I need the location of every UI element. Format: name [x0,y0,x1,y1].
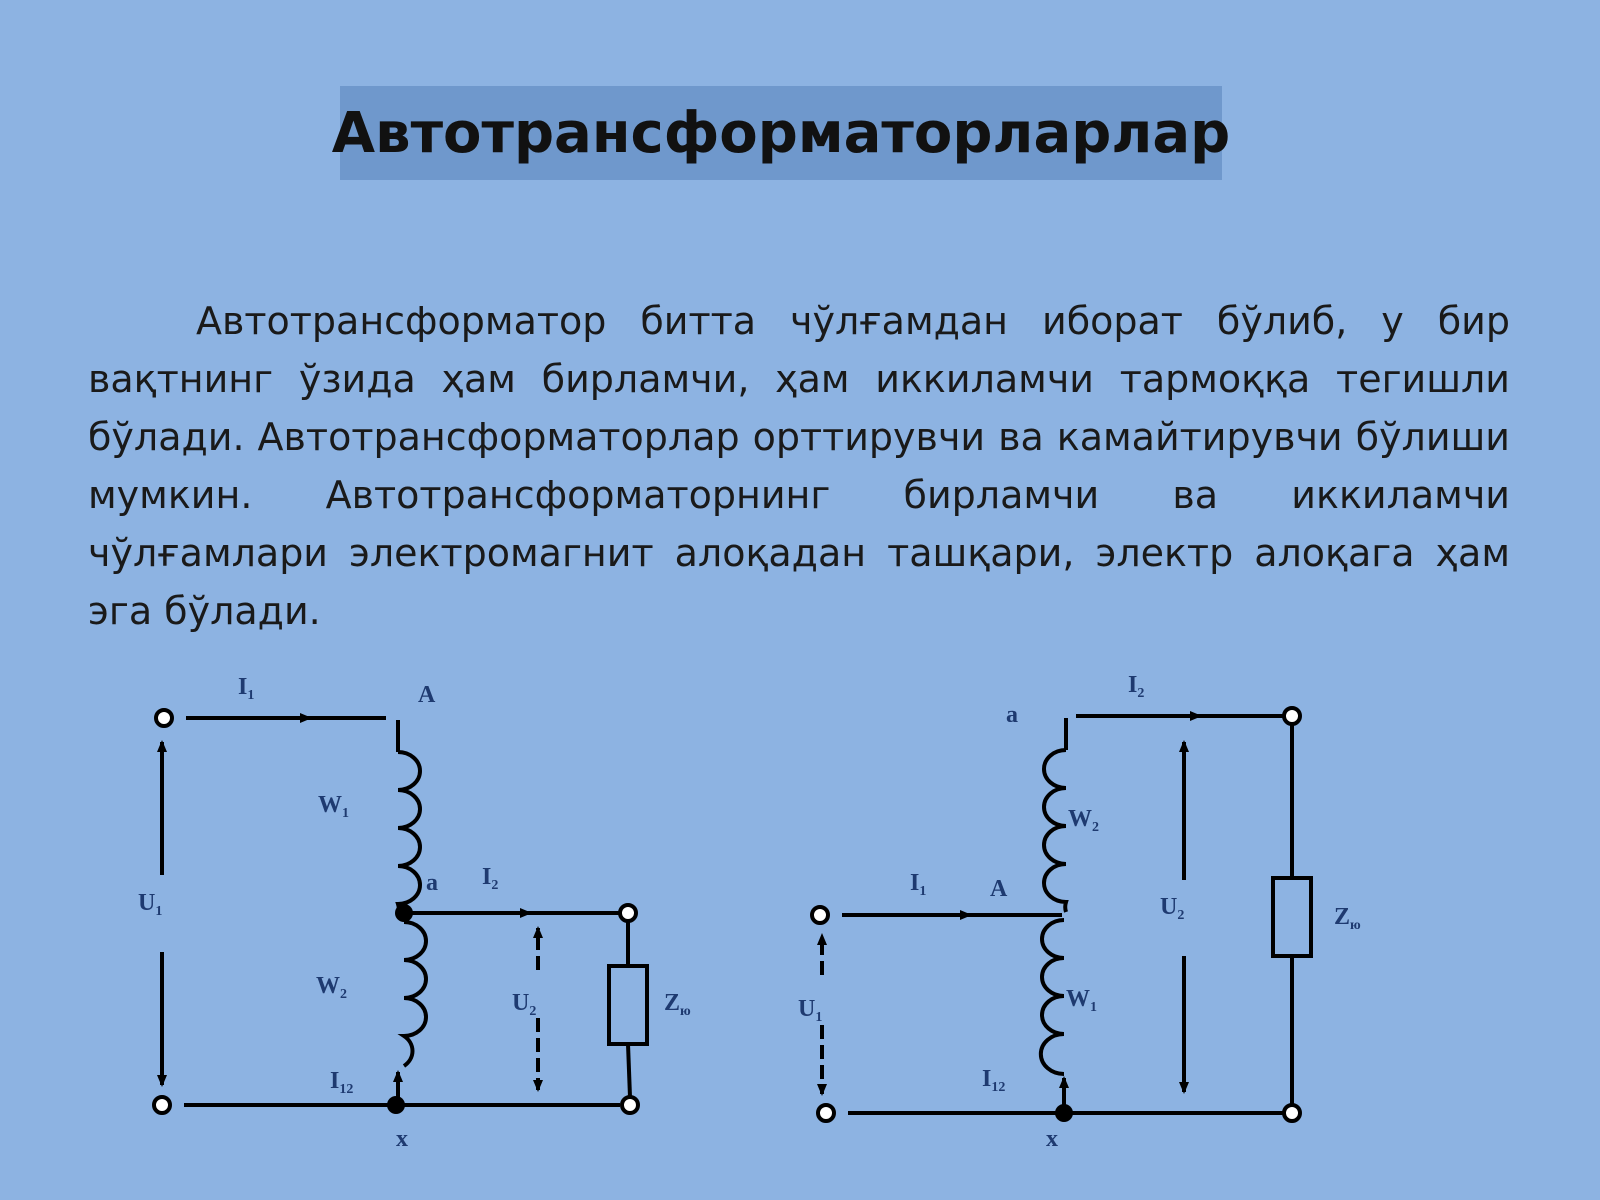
right-coil-w1 [1038,918,1065,1076]
right-label-a: a [1006,702,1018,728]
left-terminal-top-right [618,903,638,923]
right-coil-w2 [1042,748,1069,913]
left-coil-w2 [397,920,428,1068]
left-label-A: A [418,682,436,708]
right-label-A: A [990,876,1008,902]
left-label-z: Zю [664,990,691,1019]
right-label-w2: W2 [1068,806,1099,835]
left-label-x: x [396,1126,408,1152]
title-banner: Автотрансформаторларлар [332,86,1230,180]
right-label-x: x [1046,1126,1058,1152]
right-label-i1: I1 [910,870,926,899]
right-label-w1: W1 [1066,986,1097,1015]
body-paragraph: Автотрансформатор битта чўлғамдан иборат… [88,299,1510,633]
left-label-u2: U2 [512,990,536,1019]
slide-title: Автотрансформаторларлар [331,100,1231,166]
left-label-w2: W2 [316,973,347,1002]
right-label-i2: I2 [1128,672,1144,701]
left-coil-w1 [395,750,422,915]
right-load-z [1271,876,1313,958]
left-label-i12: I12 [330,1068,353,1097]
right-label-i12: I12 [982,1066,1005,1095]
right-label-u2: U2 [1160,894,1184,923]
left-label-w1: W1 [318,792,349,821]
left-terminal-top-left [154,708,174,728]
left-load-z [607,964,649,1046]
right-terminal-bottom-left [816,1103,836,1123]
left-label-i2: I2 [482,864,498,893]
right-terminal-top-right [1282,706,1302,726]
right-label-z: Zю [1334,904,1361,933]
left-z-wire-bottom [626,1043,632,1098]
right-node-x [1055,1104,1073,1122]
right-circuit [810,706,1313,1123]
left-terminal-bottom-left [152,1095,172,1115]
right-label-u1: U1 [798,996,822,1025]
left-terminal-bottom-right [620,1095,640,1115]
right-labels: I2 a W2 I1 A U2 Zю U1 W1 I12 x [798,672,1361,1152]
left-label-u1: U1 [138,890,162,919]
left-label-a: a [426,870,438,896]
left-label-i1: I1 [238,674,254,703]
right-terminal-mid-left [810,905,830,925]
left-labels: I1 A W1 a I2 U1 W2 U2 Zю I12 x [138,674,691,1152]
left-circuit [152,708,649,1115]
right-terminal-bottom-right [1282,1103,1302,1123]
left-node-x [387,1096,405,1114]
